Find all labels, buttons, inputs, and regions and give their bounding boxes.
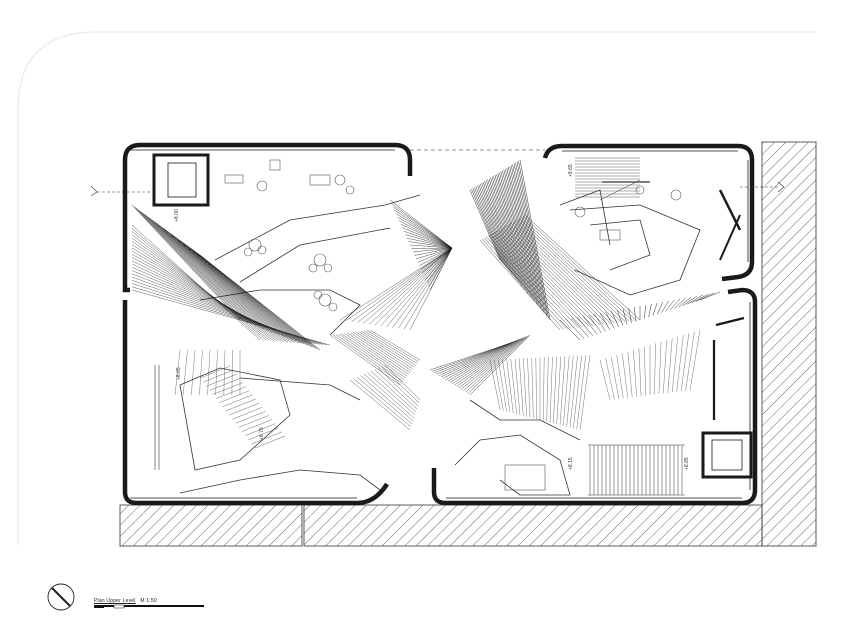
neighbour-wall-right (761, 141, 817, 547)
elevator-core-top-left (152, 153, 210, 207)
stair-left (154, 365, 160, 470)
drawing-title: Plan Upper Level (94, 598, 136, 604)
string-structure-group (131, 159, 721, 431)
level-label: +8.85 (684, 457, 690, 470)
drawing-caption: Plan Upper Level M 1:50 (94, 598, 157, 604)
ground-strip-left (119, 504, 303, 547)
furniture-clusters (224, 159, 682, 491)
section-markers (90, 181, 785, 197)
elevator-core-bottom-right (701, 431, 753, 479)
site-boundary-line (17, 31, 815, 545)
ground-strip-right (303, 504, 763, 547)
scale-bar (94, 604, 204, 609)
level-label: +8.65 (176, 367, 182, 380)
interior-partitions (179, 189, 701, 496)
stair-top-right (575, 157, 650, 201)
stair-bottom-right (588, 444, 685, 496)
drawing-scale: M 1:50 (140, 598, 157, 604)
level-labels: +8.00 +8.65 +8.65 +8.75 +8.15 +8.85 (174, 164, 690, 470)
building-walls (122, 142, 758, 506)
level-label: +8.15 (568, 457, 574, 470)
level-label: +8.75 (259, 427, 265, 440)
level-label: +8.65 (568, 164, 574, 177)
north-arrow-icon (47, 583, 75, 611)
level-label: +8.00 (174, 209, 180, 222)
